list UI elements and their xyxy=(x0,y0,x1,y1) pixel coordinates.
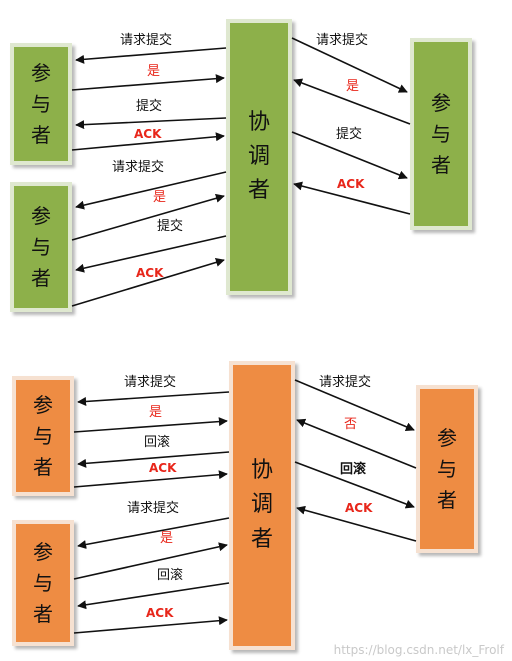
coordinator-char: 协 xyxy=(250,458,273,484)
coordinator-char: 调 xyxy=(250,492,273,518)
bottom-label-rollback-p2: 回滚 xyxy=(157,568,184,583)
bottom-label-no-p3: 否 xyxy=(344,417,358,432)
top-label-ack-p1: ACK xyxy=(134,127,162,141)
bottom-label-request-p1: 请求提交 xyxy=(124,375,177,390)
participant-char: 参 xyxy=(431,90,451,115)
bottom-arrow-ack-p1 xyxy=(73,470,228,488)
top-label-request-p2: 请求提交 xyxy=(112,160,165,175)
top-arrow-ack-p3 xyxy=(293,181,411,215)
top-label-yes-p1: 是 xyxy=(147,64,161,79)
bottom-label-request-p2: 请求提交 xyxy=(127,501,180,516)
top-participant-1: 参 与 者 xyxy=(10,43,72,165)
participant-char: 者 xyxy=(33,454,53,479)
coordinator-char: 协 xyxy=(247,109,270,135)
bottom-participant-2: 参 与 者 xyxy=(12,520,74,646)
top-participant-2: 参 与 者 xyxy=(10,182,72,312)
coordinator-char: 者 xyxy=(250,526,273,552)
bottom-label-rollback-p1: 回滚 xyxy=(144,435,171,450)
top-arrow-commit-p3 xyxy=(291,131,408,180)
participant-char: 者 xyxy=(31,265,51,290)
watermark: https://blog.csdn.net/lx_Frolf xyxy=(333,643,504,657)
top-label-commit-p2: 提交 xyxy=(157,219,184,234)
participant-char: 与 xyxy=(31,91,51,116)
coordinator-char: 者 xyxy=(247,178,270,204)
participant-char: 与 xyxy=(437,456,457,481)
top-arrow-request-p3 xyxy=(291,37,408,93)
top-label-yes-p2: 是 xyxy=(153,190,167,205)
top-arrow-yes-p3 xyxy=(293,78,411,125)
top-arrow-yes-p1 xyxy=(71,74,225,91)
participant-char: 者 xyxy=(33,601,53,626)
top-coordinator: 协 调 者 xyxy=(226,19,292,295)
bottom-arrow-request-p1 xyxy=(77,391,230,406)
participant-char: 与 xyxy=(31,234,51,259)
bottom-participant-3: 参 与 者 xyxy=(416,385,478,553)
participant-char: 者 xyxy=(431,152,451,177)
bottom-label-request-p3: 请求提交 xyxy=(319,375,372,390)
bottom-arrow-yes-p1 xyxy=(73,417,228,433)
top-label-request-p3: 请求提交 xyxy=(316,33,369,48)
top-label-yes-p3: 是 xyxy=(346,79,360,94)
top-arrow-commit-p1 xyxy=(75,117,227,130)
top-arrow-ack-p2 xyxy=(71,258,225,307)
bottom-arrow-rollback-p1 xyxy=(77,451,230,468)
bottom-label-ack-p1: ACK xyxy=(149,461,177,475)
bottom-coordinator: 协 调 者 xyxy=(229,361,295,650)
top-arrow-commit-p2 xyxy=(75,235,227,273)
bottom-label-yes-p1: 是 xyxy=(149,405,163,420)
participant-char: 者 xyxy=(437,487,457,512)
top-label-commit-p1: 提交 xyxy=(136,99,163,114)
bottom-arrow-yes-p2 xyxy=(73,542,228,580)
top-participant-3: 参 与 者 xyxy=(410,38,472,230)
bottom-label-ack-p2: ACK xyxy=(146,606,174,620)
top-arrow-request-p2 xyxy=(75,171,227,210)
bottom-label-ack-p3: ACK xyxy=(345,501,373,515)
top-label-ack-p3: ACK xyxy=(337,177,365,191)
bottom-label-yes-p2: 是 xyxy=(160,531,174,546)
participant-char: 参 xyxy=(437,425,457,450)
bottom-arrow-request-p3 xyxy=(294,379,415,432)
participant-char: 与 xyxy=(33,423,53,448)
bottom-arrow-rollback-p2 xyxy=(77,582,230,610)
participant-char: 者 xyxy=(31,122,51,147)
top-label-commit-p3: 提交 xyxy=(336,127,363,142)
participant-char: 与 xyxy=(33,570,53,595)
participant-char: 与 xyxy=(431,121,451,146)
top-label-request-p1: 请求提交 xyxy=(120,33,173,48)
top-label-ack-p2: ACK xyxy=(136,266,164,280)
bottom-arrow-no-p3 xyxy=(296,418,417,469)
participant-char: 参 xyxy=(31,203,51,228)
top-arrow-yes-p2 xyxy=(71,193,225,241)
bottom-label-rollback-p3: 回滚 xyxy=(340,462,367,477)
bottom-participant-1: 参 与 者 xyxy=(12,376,74,496)
coordinator-char: 调 xyxy=(247,143,270,169)
bottom-arrow-ack-p2 xyxy=(73,616,228,634)
participant-char: 参 xyxy=(31,60,51,85)
top-arrow-request-p1 xyxy=(75,47,227,64)
bottom-arrow-rollback-p3 xyxy=(294,461,415,509)
bottom-arrow-request-p2 xyxy=(77,517,230,549)
participant-char: 参 xyxy=(33,539,53,564)
participant-char: 参 xyxy=(33,392,53,417)
bottom-arrow-ack-p3 xyxy=(296,505,417,542)
top-arrow-ack-p1 xyxy=(71,132,225,151)
